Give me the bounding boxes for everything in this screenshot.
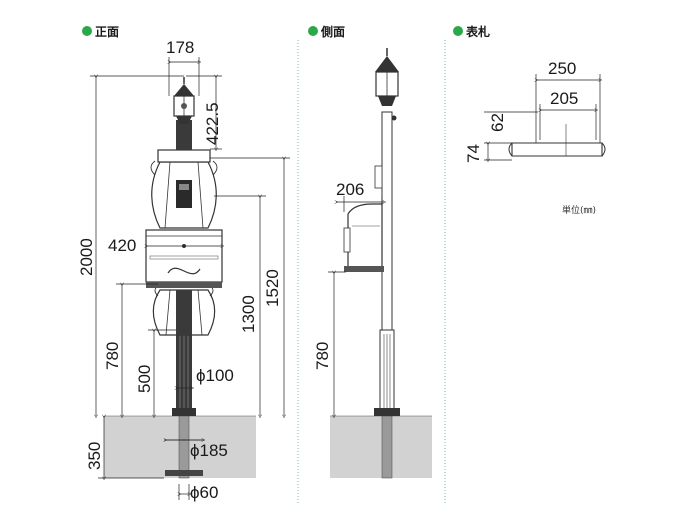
dim-plate-height-62: 62 [488,113,507,132]
dim-foot-diameter: ϕ185 [190,441,228,460]
unit-label: 単位(㎜) [562,204,596,216]
dim-total-height: 2000 [77,238,96,276]
dim-mid-height: 1300 [239,295,258,333]
dim-lamp-width: 178 [166,38,194,57]
dim-plate-width-inner: 205 [550,89,578,108]
header-front: 正面 [95,25,119,39]
dim-plate-height-74: 74 [464,144,483,163]
dim-lamp-height: 422.5 [203,102,222,145]
dim-plate-width-outer: 250 [548,59,576,78]
side-mailbox [347,203,383,269]
front-upper-cage [151,161,217,229]
header-side: 側面 [320,24,345,39]
side-ground [330,416,432,478]
dim-box-width: 420 [108,236,136,255]
front-lamp [173,77,195,124]
front-crossbar [157,149,211,163]
front-lower-cage [152,289,216,336]
nameplate-plate [511,142,603,157]
dim-side-depth: 206 [336,180,364,199]
dim-anchor-diameter: ϕ60 [190,483,218,502]
dim-pole-diameter: ϕ100 [196,366,234,385]
header-side-bullet [308,26,318,36]
dim-base-500: 500 [135,365,154,393]
dim-base-780: 780 [103,342,122,370]
dim-ground-350: 350 [85,442,104,470]
dim-tall-height: 1520 [263,269,282,307]
side-pole-upper [381,111,393,335]
header-nameplate: 表札 [465,24,490,39]
front-view: 178 422.5 2000 420 1300 1520 780 500 ϕ10… [77,38,290,502]
side-lamp [375,48,399,121]
side-view: 206 780 [313,48,432,479]
dim-side-height: 780 [313,342,332,370]
header-front-bullet [82,26,92,36]
header-nameplate-bullet [453,26,463,36]
nameplate-view: 250 205 62 74 単位(㎜) [464,59,606,216]
front-foot-plate [165,470,203,476]
